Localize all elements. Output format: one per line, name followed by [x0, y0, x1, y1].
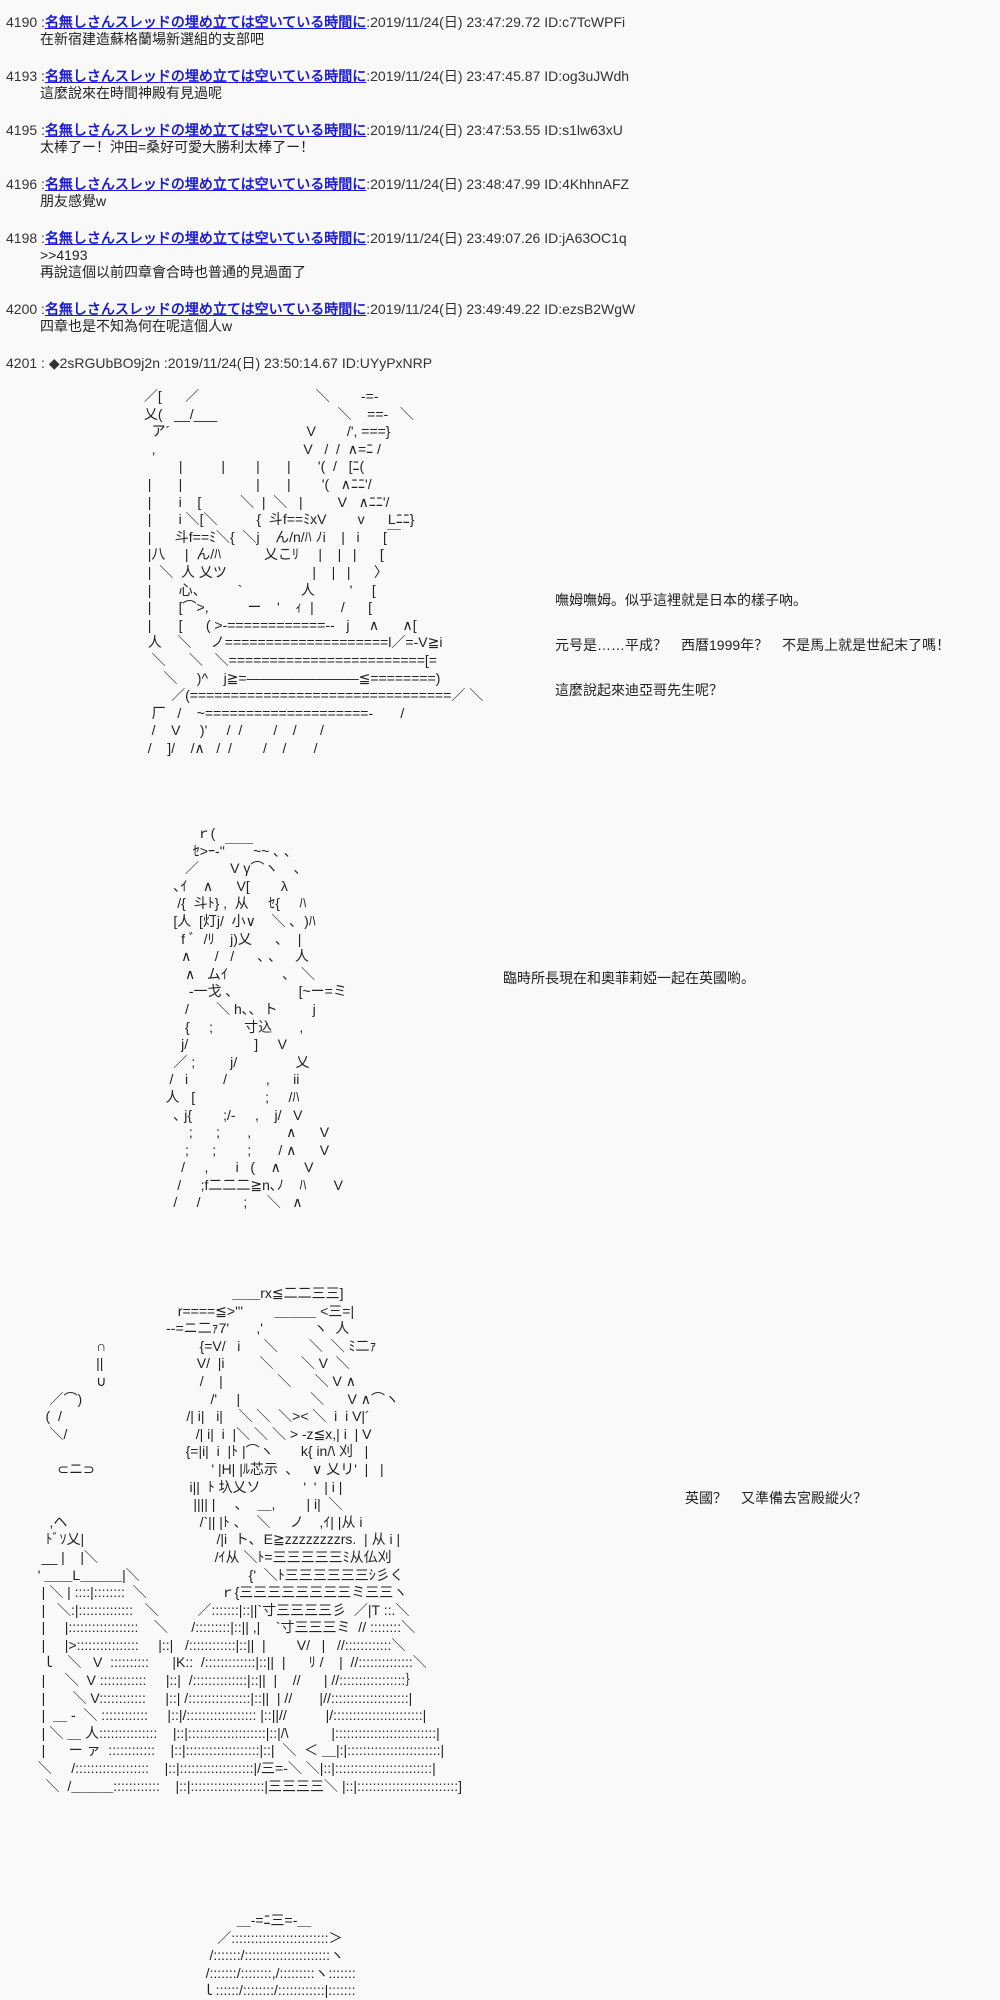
post-4200: 4200 :名無しさんスレッドの埋め立ては空いている時間に:2019/11/24… — [6, 301, 996, 335]
post-date: 2019/11/24(日) 23:47:45.87 — [370, 68, 541, 84]
ascii-art-scene-4: ＿-=ﾆ三=-＿ ／:::::::::::::::::::::::::＞ /::… — [201, 1912, 356, 1999]
dialogue-scene-2: 臨時所長現在和奧菲莉婭一起在英國喲。 — [503, 970, 755, 1015]
post-id: ID:og3uJWdh — [544, 68, 630, 84]
post-body: 朋友感覺w — [40, 193, 107, 209]
ascii-art-scene-3: ＿＿rx≦二二三三] r====≦>''' ＿＿＿ <三=| --=ニ二ｧ7' … — [37, 1285, 463, 1794]
post-date: 2019/11/24(日) 23:49:49.22 — [370, 301, 541, 317]
post-4198: 4198 :名無しさんスレッドの埋め立ては空いている時間に:2019/11/24… — [6, 230, 996, 281]
post-id: ID:4KhhnAFZ — [544, 176, 630, 192]
dialogue-line: 這麼說起來迪亞哥先生呢？ — [555, 682, 723, 698]
post-4190: 4190 :名無しさんスレッドの埋め立ては空いている時間に:2019/11/24… — [6, 14, 996, 48]
post-body: 再說這個以前四章會合時也普通的見過面了 — [40, 264, 306, 280]
post-date: 2019/11/24(日) 23:47:29.72 — [370, 14, 541, 30]
post-body: 在新宿建造蘇格蘭場新選組的支部吧 — [40, 31, 264, 47]
dialogue-line: 元号是……平成？ 西暦1999年？ 不是馬上就是世紀末了嗎！ — [555, 637, 951, 653]
post-4193: 4193 :名無しさんスレッドの埋め立ては空いている時間に:2019/11/24… — [6, 68, 996, 102]
thread-posts: 4190 :名無しさんスレッドの埋め立ては空いている時間に:2019/11/24… — [6, 14, 996, 392]
post-date: 2019/11/24(日) 23:50:14.67 — [167, 355, 338, 371]
post-date: 2019/11/24(日) 23:48:47.99 — [370, 176, 541, 192]
post-number: 4196 — [6, 176, 38, 192]
post-id: ID:UYyPxNRP — [341, 355, 433, 371]
post-body: 這麼說來在時間神殿有見過呢 — [40, 85, 222, 101]
dialogue-scene-3: 英國？ 又準備去宮殿縱火？ — [685, 1490, 867, 1535]
post-number: 4190 — [6, 14, 38, 30]
poster-name-link[interactable]: 名無しさんスレッドの埋め立ては空いている時間に — [44, 176, 367, 192]
post-date: 2019/11/24(日) 23:47:53.55 — [370, 122, 541, 138]
dialogue-line: 嘸姆嘸姆。似乎這裡就是日本的樣子吶。 — [555, 592, 807, 608]
post-id: ID:jA63OC1q — [544, 230, 627, 246]
dialogue-scene-1: 嘸姆嘸姆。似乎這裡就是日本的樣子吶。 元号是……平成？ 西暦1999年？ 不是馬… — [555, 592, 950, 727]
post-number: 4201 — [6, 355, 38, 371]
post-number: 4195 — [6, 122, 38, 138]
ascii-art-scene-2: ｒ( ｾ>ｰ‐''￣￣~~ ､ ､ ／ V γ⌒ヽ ､ ､ｲ ∧ V[ λ /{… — [165, 825, 347, 1211]
post-id: ID:s1lw63xU — [544, 122, 623, 138]
dialogue-line: 臨時所長現在和奧菲莉婭一起在英國喲。 — [503, 970, 755, 986]
poster-name-link[interactable]: 名無しさんスレッドの埋め立ては空いている時間に — [44, 122, 367, 138]
post-4201: 4201 : ◆2sRGUbBO9j2n :2019/11/24(日) 23:5… — [6, 355, 433, 371]
post-body: 四章也是不知為何在呢這個人w — [40, 318, 233, 334]
poster-name-link[interactable]: 名無しさんスレッドの埋め立ては空いている時間に — [44, 301, 367, 317]
post-id: ID:c7TcWPFi — [544, 14, 626, 30]
post-4195: 4195 :名無しさんスレッドの埋め立ては空いている時間に:2019/11/24… — [6, 122, 996, 156]
dialogue-line: 英國？ 又準備去宮殿縱火？ — [685, 1490, 867, 1506]
poster-name-link[interactable]: 名無しさんスレッドの埋め立ては空いている時間に — [44, 14, 367, 30]
poster-name-link[interactable]: 名無しさんスレッドの埋め立ては空いている時間に — [44, 68, 367, 84]
post-4196: 4196 :名無しさんスレッドの埋め立ては空いている時間に:2019/11/24… — [6, 176, 996, 210]
post-number: 4200 — [6, 301, 38, 317]
post-id: ID:ezsB2WgW — [544, 301, 636, 317]
poster-trip: ◆2sRGUbBO9j2n — [48, 355, 160, 371]
post-body: 太棒了ー！沖田=桑好可愛大勝利太棒了ー！ — [40, 139, 315, 155]
post-date: 2019/11/24(日) 23:49:07.26 — [370, 230, 541, 246]
reply-anchor-link[interactable]: >>4193 — [40, 247, 88, 263]
ascii-art-scene-1: ／[ ／ ＼ -=- 乂( __/___ ＼ ==- ＼ ア´ V /', ==… — [143, 388, 484, 756]
post-number: 4198 — [6, 230, 38, 246]
poster-name-link[interactable]: 名無しさんスレッドの埋め立ては空いている時間に — [44, 230, 367, 246]
post-number: 4193 — [6, 68, 38, 84]
